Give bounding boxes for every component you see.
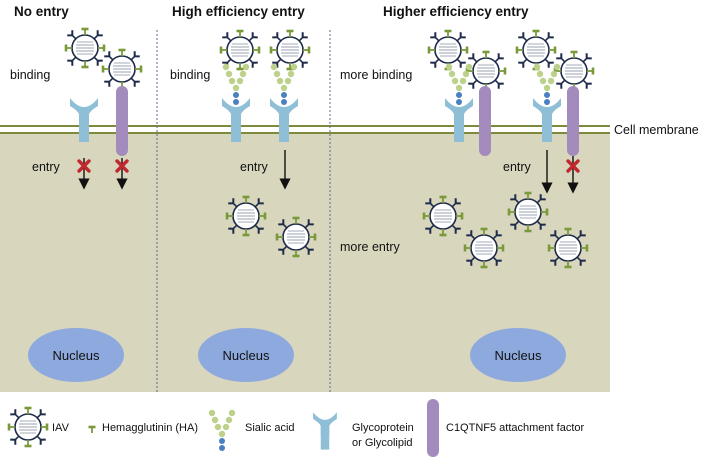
- legend-glycoprotein-label-1: Glycoprotein: [352, 422, 414, 434]
- legend-glycoprotein-icon: [313, 412, 337, 450]
- virus-icon: [103, 50, 141, 88]
- more-entry-label: more entry: [340, 240, 400, 254]
- virus-icon: [549, 229, 587, 267]
- nucleus-label: Nucleus: [495, 348, 542, 363]
- entry-label-1: entry: [32, 160, 61, 174]
- panel-title-high-efficiency: High efficiency entry: [172, 4, 305, 19]
- legend-sialic-acid-label: Sialic acid: [245, 422, 295, 434]
- nucleus: [28, 328, 124, 382]
- c1qtnf5-icon: [479, 86, 491, 156]
- legend-glycoprotein-label-2: or Glycolipid: [352, 437, 413, 449]
- nucleus-label: Nucleus: [53, 348, 100, 363]
- sialic-acid-icon: [533, 63, 561, 105]
- virus-icon: [221, 31, 259, 69]
- virus-icon: [517, 31, 555, 69]
- virus-icon: [277, 218, 315, 256]
- binding-label-2: binding: [170, 68, 210, 82]
- virus-icon: [429, 31, 467, 69]
- more-binding-label: more binding: [340, 68, 412, 82]
- c1qtnf5-icon: [567, 86, 579, 156]
- legend-iav-label: IAV: [52, 422, 70, 434]
- sialic-acid-icon: [270, 63, 298, 105]
- c1qtnf5-icon: [116, 86, 128, 156]
- panel-title-no-entry: No entry: [14, 4, 69, 19]
- virus-icon: [424, 197, 462, 235]
- nucleus: [198, 328, 294, 382]
- legend-ha-icon: [87, 425, 97, 435]
- nucleus-label: Nucleus: [223, 348, 270, 363]
- virus-icon: [509, 193, 547, 231]
- binding-label-1: binding: [10, 68, 50, 82]
- sialic-acid-icon: [222, 63, 250, 105]
- entry-label-3: entry: [503, 160, 532, 174]
- legend-c1qtnf5-label: C1QTNF5 attachment factor: [446, 422, 584, 434]
- legend-c1qtnf5-icon: [427, 399, 439, 457]
- virus-icon: [227, 197, 265, 235]
- panel-title-higher-efficiency: Higher efficiency entry: [383, 4, 529, 19]
- virus-icon: [555, 52, 593, 90]
- sialic-acid-icon: [445, 63, 473, 105]
- virus-icon: [467, 52, 505, 90]
- virus-icon: [465, 229, 503, 267]
- virus-icon: [66, 29, 104, 67]
- nucleus: [470, 328, 566, 382]
- legend: IAV Hemagglutinin (HA) Sialic acid Glyco…: [9, 399, 584, 457]
- entry-label-2: entry: [240, 160, 269, 174]
- legend-ha-label: Hemagglutinin (HA): [102, 422, 198, 434]
- cell-membrane-label: Cell membrane: [614, 123, 699, 137]
- legend-iav-icon: [9, 408, 47, 446]
- virus-icon: [271, 31, 309, 69]
- legend-sialic-acid-icon: [208, 409, 236, 451]
